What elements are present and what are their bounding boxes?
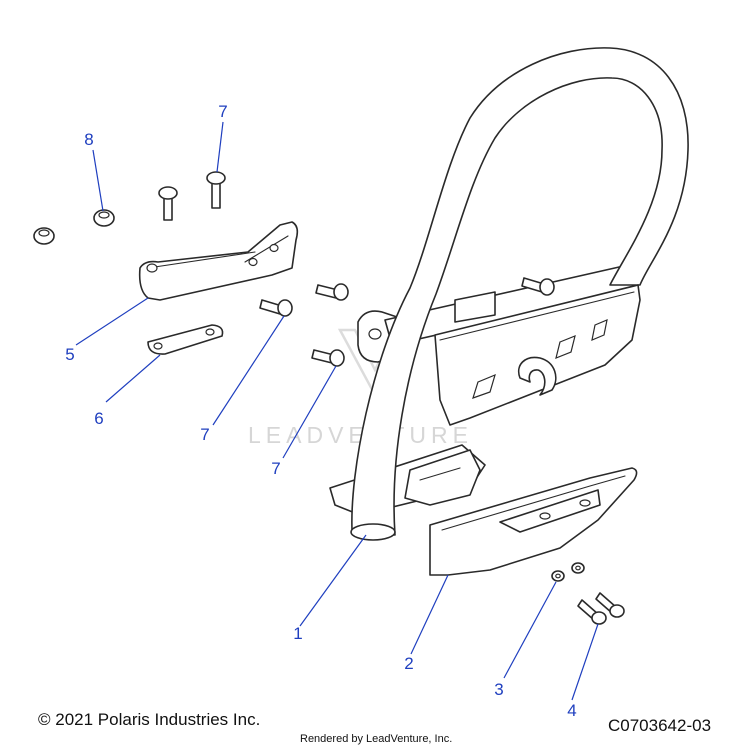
leader-lines xyxy=(75,121,599,701)
callout-1: 1 xyxy=(293,624,302,643)
bumper-frame-part xyxy=(329,47,689,541)
skid-bolt-part xyxy=(577,592,625,625)
flange-bolt-part xyxy=(158,171,555,367)
callout-5: 5 xyxy=(65,345,74,364)
rendered-by-credit: Rendered by LeadVenture, Inc. xyxy=(300,733,453,745)
mount-bracket-part xyxy=(138,221,299,301)
callout-6: 6 xyxy=(94,409,103,428)
copyright-notice: © 2021 Polaris Industries Inc. xyxy=(38,710,261,729)
callout-labels: 1 2 3 4 5 6 7 7 7 8 xyxy=(65,102,576,720)
spacer-plate-part xyxy=(147,324,224,355)
drawing-number: C0703642-03 xyxy=(608,716,712,735)
watermark: LEADVENTURE xyxy=(248,328,473,448)
skid-plate-part xyxy=(429,467,638,576)
callout-4: 4 xyxy=(567,701,576,720)
callout-7-lower-left: 7 xyxy=(200,425,209,444)
nut-part xyxy=(551,562,585,582)
callout-7-top: 7 xyxy=(218,102,227,121)
watermark-text: LEADVENTURE xyxy=(248,422,473,448)
callout-3: 3 xyxy=(494,680,503,699)
callout-8: 8 xyxy=(84,130,93,149)
callout-7-lower: 7 xyxy=(271,459,280,478)
grommet-part xyxy=(33,209,115,245)
callout-2: 2 xyxy=(404,654,413,673)
